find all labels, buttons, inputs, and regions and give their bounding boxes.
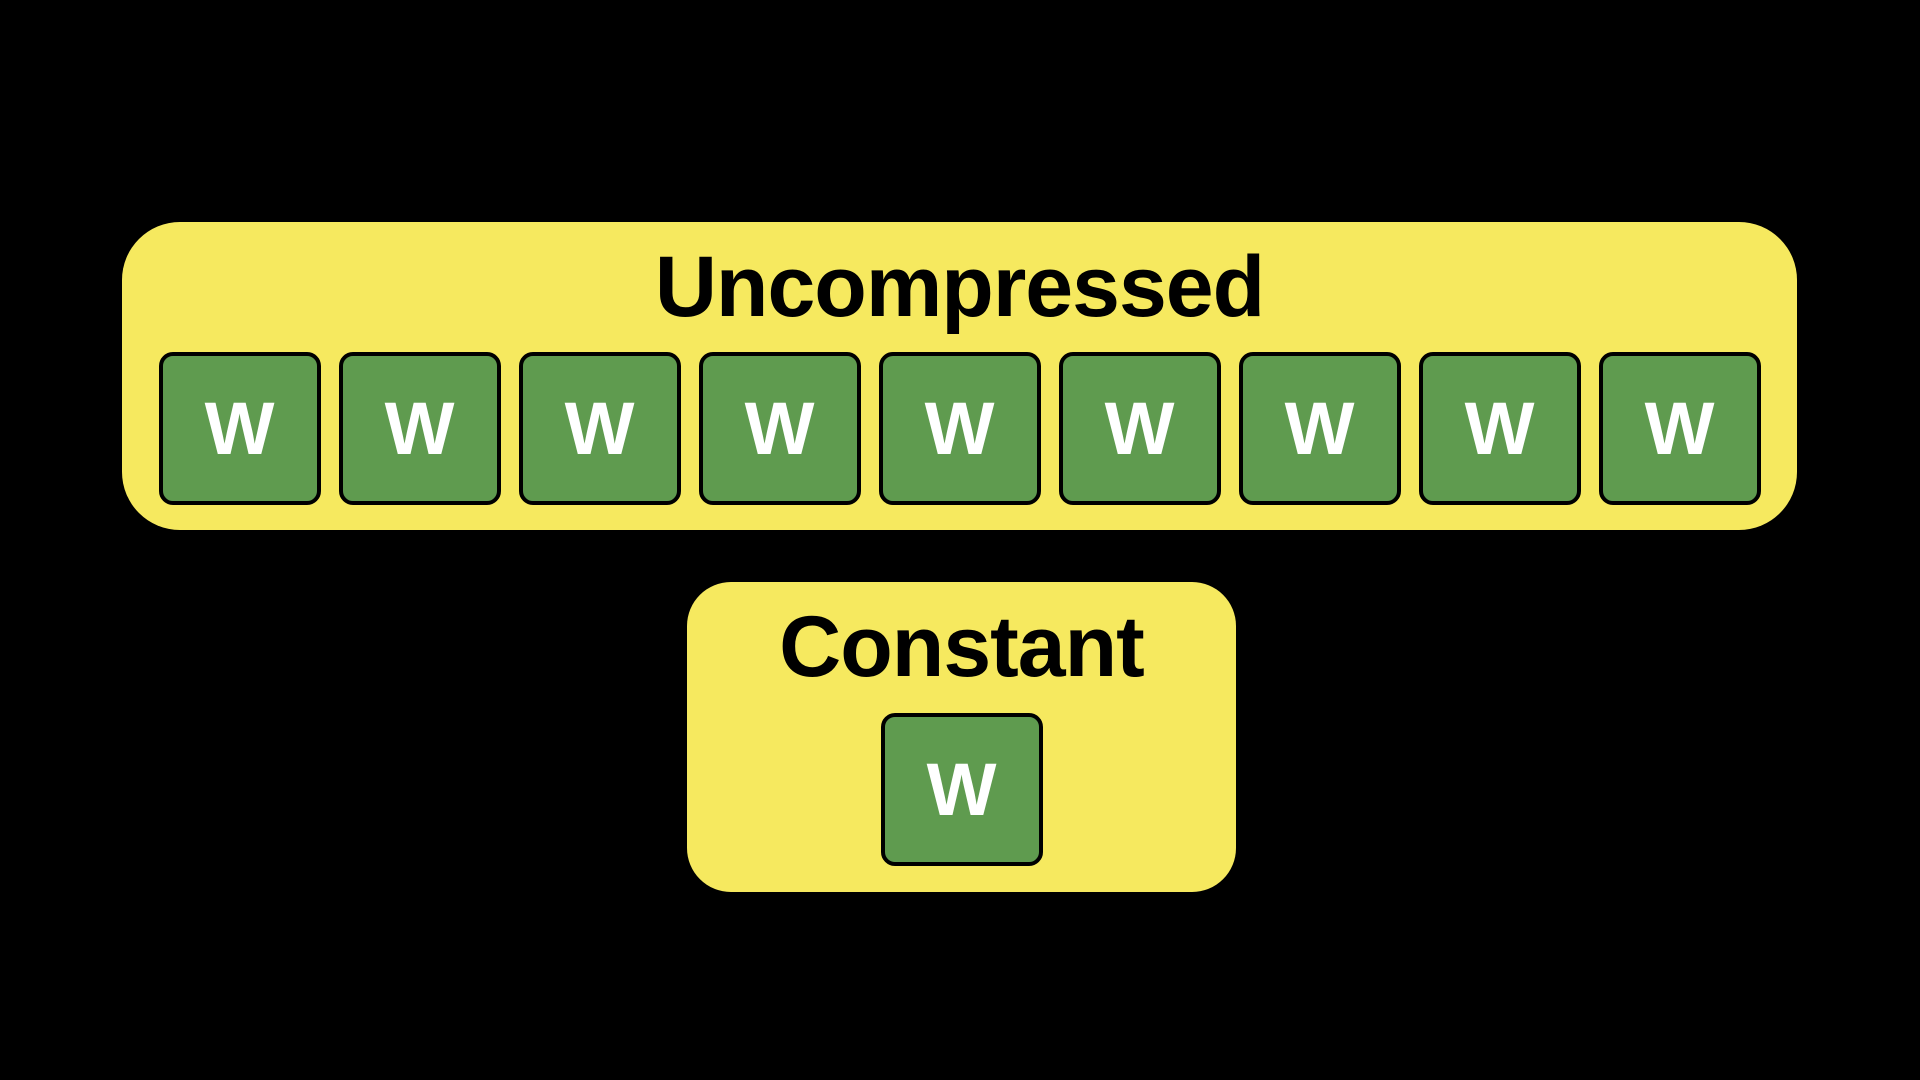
constant-panel: Constant W: [687, 582, 1236, 892]
uncompressed-title: Uncompressed: [654, 238, 1265, 335]
weight-tile: W: [880, 713, 1043, 866]
weight-tile: W: [518, 352, 681, 505]
weight-tile: W: [338, 352, 501, 505]
constant-title: Constant: [779, 599, 1145, 695]
weight-tile: W: [1598, 352, 1761, 505]
weight-tile: W: [878, 352, 1041, 505]
weight-tile: W: [158, 352, 321, 505]
weight-tile: W: [698, 352, 861, 505]
weight-tile: W: [1058, 352, 1221, 505]
weight-tile: W: [1418, 352, 1581, 505]
weight-tile: W: [1238, 352, 1401, 505]
constant-tile-row: W: [880, 713, 1043, 866]
